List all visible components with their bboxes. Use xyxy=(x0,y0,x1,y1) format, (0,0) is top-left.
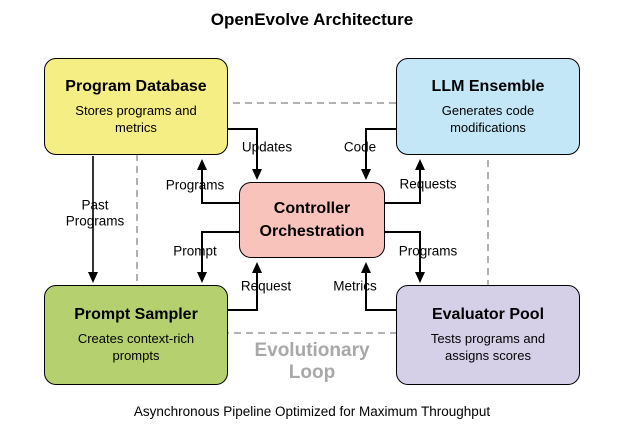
edge-programs-to-evaluator-arrow xyxy=(385,231,425,283)
node-llm-ensemble: LLM Ensemble Generates code modification… xyxy=(396,58,580,155)
node-program-database-title: Program Database xyxy=(65,77,207,95)
node-program-database: Program Database Stores programs and met… xyxy=(44,58,228,155)
edge-metrics-arrow xyxy=(361,262,396,311)
node-evaluator-pool: Evaluator Pool Tests programs and assign… xyxy=(396,285,580,385)
node-evaluator-pool-description: Tests programs and assigns scores xyxy=(430,331,546,364)
edge-label-prompt: Prompt xyxy=(173,243,217,259)
node-controller-title-line1: Controller xyxy=(273,199,351,217)
diagram-caption: Asynchronous Pipeline Optimized for Maxi… xyxy=(133,404,491,419)
node-prompt-sampler: Prompt Sampler Creates context-rich prom… xyxy=(44,285,228,385)
edge-label-updates: Updates xyxy=(241,139,293,155)
edge-label-past-programs-line1: Past xyxy=(81,197,109,213)
diagram-title: OpenEvolve Architecture xyxy=(210,10,414,29)
edge-label-code: Code xyxy=(343,139,377,155)
node-llm-ensemble-title: LLM Ensemble xyxy=(431,77,545,95)
edge-label-past-programs: Past Programs xyxy=(66,197,125,228)
edge-label-programs-to-db: Programs xyxy=(165,177,225,193)
node-controller-title-line2: Orchestration xyxy=(259,223,365,240)
edge-programs-to-db-arrow xyxy=(197,159,239,204)
edge-label-past-programs-line2: Programs xyxy=(65,213,125,228)
node-llm-ensemble-description: Generates code modifications xyxy=(441,102,535,135)
edge-request-arrow xyxy=(228,262,262,311)
evolutionary-loop-label-line1: Evolutionary xyxy=(254,340,370,362)
node-evaluator-pool-title: Evaluator Pool xyxy=(431,306,545,324)
node-controller-orchestration: Controller Orchestration xyxy=(239,182,385,258)
node-prompt-sampler-description: Creates context-rich prompts xyxy=(77,331,195,364)
edge-label-metrics: Metrics xyxy=(333,278,377,294)
node-program-database-description: Stores programs and metrics xyxy=(75,102,197,135)
evolutionary-loop-label: Evolutionary Loop xyxy=(254,340,369,384)
edge-updates-arrow xyxy=(228,128,262,180)
edge-code-arrow xyxy=(361,128,396,180)
edge-label-requests: Requests xyxy=(399,176,457,192)
evolutionary-loop-dashed-border xyxy=(136,102,489,334)
edge-label-request: Request xyxy=(240,278,292,294)
evolutionary-loop-label-line2: Loop xyxy=(288,362,336,383)
edge-requests-arrow xyxy=(385,159,425,204)
edge-label-programs-to-evaluator: Programs xyxy=(398,243,458,259)
node-prompt-sampler-title: Prompt Sampler xyxy=(74,306,198,324)
edge-prompt-arrow xyxy=(197,231,239,283)
